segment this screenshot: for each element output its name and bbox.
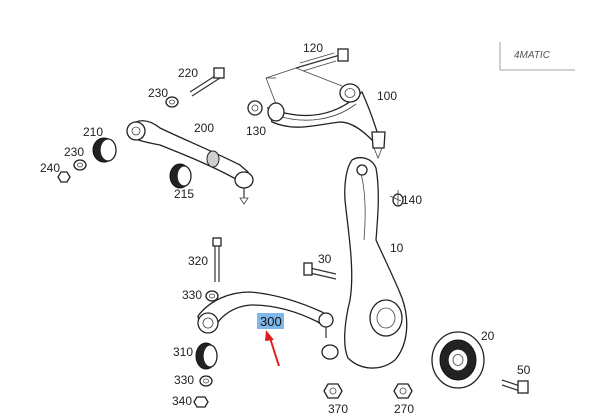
part-label-330-mid: 330 <box>182 288 202 302</box>
part-label-200: 200 <box>194 121 214 135</box>
highlight-box-300 <box>257 313 284 329</box>
bolt-50 <box>501 379 529 394</box>
nut-270 <box>393 383 413 399</box>
part-label-50: 50 <box>517 363 531 377</box>
part-label-300: 300 <box>260 314 282 329</box>
part-label-30: 30 <box>318 252 332 266</box>
part-label-215: 215 <box>174 187 194 201</box>
part-label-210: 210 <box>83 125 103 139</box>
steering-knuckle <box>321 157 408 369</box>
part-label-270: 270 <box>394 402 414 416</box>
part-label-220: 220 <box>178 66 198 80</box>
part-label-330-bottom: 330 <box>174 373 194 387</box>
red-arrow-300 <box>265 330 280 367</box>
front-lower-arm-assembly <box>57 120 254 205</box>
stud-220-assembly <box>165 67 225 108</box>
part-label-230-left: 230 <box>64 145 84 159</box>
part-label-10: 10 <box>390 241 404 255</box>
bolt-30 <box>303 262 337 280</box>
wheel-hub-20 <box>431 331 485 389</box>
part-label-370: 370 <box>328 402 348 416</box>
part-label-20: 20 <box>481 329 495 343</box>
nut-370 <box>323 383 343 399</box>
part-label-310: 310 <box>173 345 193 359</box>
part-label-340: 340 <box>172 394 192 408</box>
control-arm-300 <box>197 291 334 338</box>
part-label-100: 100 <box>377 89 397 103</box>
bushing-310-assembly <box>193 342 218 408</box>
part-label-140: 140 <box>402 193 422 207</box>
part-label-230-top: 230 <box>148 86 168 100</box>
part-label-120: 120 <box>303 41 323 55</box>
part-label-240: 240 <box>40 161 60 175</box>
upper-control-arm-assembly <box>247 48 386 160</box>
4matic-badge-text: 4MATIC <box>514 50 551 61</box>
leader-lines <box>266 77 402 202</box>
part-label-130: 130 <box>246 124 266 138</box>
part-label-320: 320 <box>188 254 208 268</box>
bolt-320-assembly <box>205 237 222 302</box>
4matic-badge: 4MATIC <box>499 42 575 71</box>
